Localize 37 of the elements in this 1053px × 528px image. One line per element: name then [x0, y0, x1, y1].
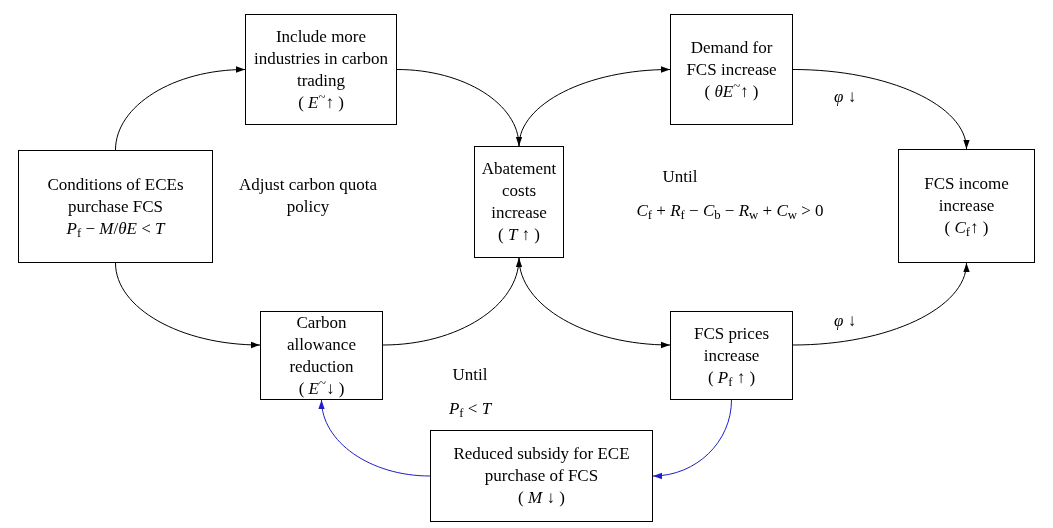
arrow [792, 69, 969, 150]
process-box [18, 150, 213, 263]
process-box [260, 311, 383, 400]
process-box [245, 14, 397, 125]
arrow [319, 399, 431, 477]
formula-text: ( E$^{~}$↑ ) [298, 91, 344, 114]
box-text: Carbon allowance reduction [286, 311, 357, 378]
formula-text: ( C$_{f}$↑ ) [944, 217, 989, 239]
arrow [382, 257, 522, 346]
arrow [792, 262, 969, 346]
process-box [430, 430, 653, 522]
formula-text: ( P$_{f}$ ↑ ) [707, 366, 756, 389]
formula-text: ( θE$^{~}$↑ ) [704, 80, 759, 103]
box-text: FCS prices increase [692, 322, 771, 367]
note-text: P$_{f}$ < T [447, 398, 493, 420]
process-box [670, 14, 793, 125]
box-text: FCS income increase [923, 173, 1010, 217]
arrow [518, 66, 671, 147]
note-text: Adjust carbon quota policy [238, 174, 378, 218]
arrow [115, 66, 246, 151]
formula-text: ( M ↓ ) [518, 487, 565, 509]
process-box [898, 149, 1035, 263]
process-box [670, 311, 793, 400]
note-text: Until [451, 364, 489, 386]
note-text: C$_{f}$ + R$_{f}$ − C$_{b}$ − R$_{w}$ + C$_{w}$ > 0 [635, 200, 825, 222]
formula-text: P$_{f}$ − M/θE < T [66, 217, 165, 240]
arrow [115, 262, 261, 348]
arrow [396, 69, 522, 147]
box-text: Include more industries in carbon trading [252, 25, 390, 92]
arrow [652, 399, 732, 479]
formula-text: ( E$^{~}$↓ ) [298, 377, 345, 400]
box-text: Abatement costs increase [480, 158, 558, 224]
formula-text: ( T ↑ ) [497, 224, 541, 246]
box-text: Reduced subsidy for ECE purchase of FCS [452, 443, 631, 487]
process-box [474, 146, 564, 258]
note-text: Until [661, 166, 699, 188]
arrow [518, 257, 671, 348]
